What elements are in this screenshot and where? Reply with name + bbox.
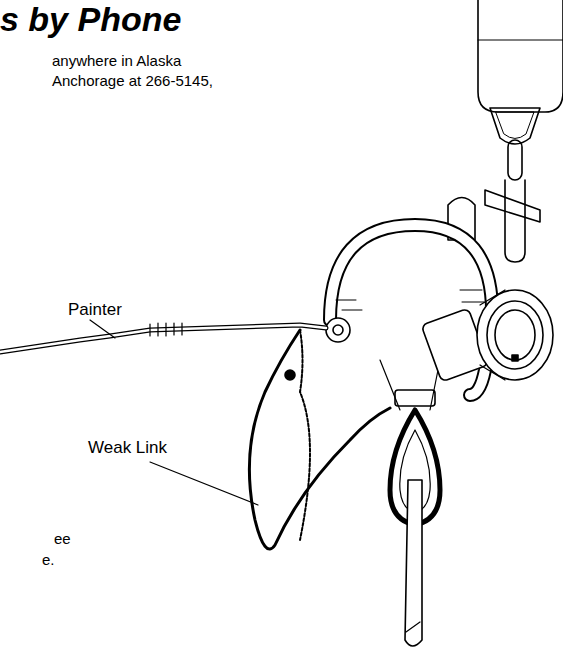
strap-seam xyxy=(478,40,563,41)
painter-leader xyxy=(90,320,115,338)
shackle-eye-hole xyxy=(333,325,343,335)
painter-line xyxy=(0,325,326,352)
body-text: e. xyxy=(42,551,55,569)
weak-link-cord-strand xyxy=(300,330,310,540)
painter-line-fill xyxy=(0,325,326,352)
part-label: Weak Link xyxy=(88,438,167,458)
hook-clip xyxy=(485,190,540,222)
painter-whipping xyxy=(150,323,182,336)
weak-link-leader xyxy=(150,462,258,505)
cord-knot xyxy=(285,370,295,380)
body-text: ee xyxy=(54,530,71,548)
strobe-light xyxy=(421,290,553,382)
shackle-tape xyxy=(336,290,484,310)
swivel-arms xyxy=(380,360,440,410)
shackle-eye xyxy=(326,318,350,342)
link xyxy=(508,140,522,180)
strap xyxy=(478,0,563,112)
d-ring-inner xyxy=(496,112,534,139)
shackle-fill xyxy=(330,225,492,395)
toggle-slot xyxy=(406,622,420,632)
page-heading: s by Phone xyxy=(0,0,181,38)
part-label: Painter xyxy=(68,300,122,320)
shackle-outer xyxy=(330,225,492,395)
weak-link-cord xyxy=(249,330,390,549)
body-text: Anchorage at 266-5145, xyxy=(52,72,213,90)
body-text: anywhere in Alaska xyxy=(52,52,181,70)
snap-hook xyxy=(505,180,525,262)
toggle-pin xyxy=(405,480,422,646)
swivel-collar xyxy=(395,390,435,406)
d-ring xyxy=(490,108,540,144)
